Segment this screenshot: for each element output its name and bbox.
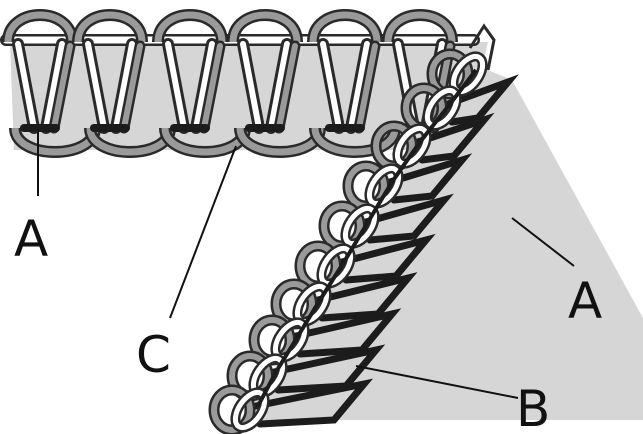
diagonal-zigzag-stitch (252, 378, 374, 428)
top-v-loop (240, 41, 290, 131)
leader-line-b (355, 365, 519, 399)
diagonal-zigzag-stitch (338, 233, 436, 284)
top-side-strand (51, 43, 73, 131)
right-fabric-triangle (240, 62, 643, 420)
bottom-arch (311, 127, 399, 156)
top-arch (4, 11, 76, 43)
leader-line-a-right (511, 217, 575, 267)
corner-thread (468, 23, 496, 71)
leader-line-c (169, 145, 237, 319)
diagonal-zigzag-stitch (444, 74, 520, 126)
top-arch (384, 11, 456, 43)
label-a-left: A (14, 210, 48, 268)
diagonal-stitch-chain (208, 48, 520, 434)
top-arch (229, 11, 301, 43)
chain-link (232, 389, 268, 431)
chain-link (424, 87, 460, 129)
top-arch (154, 11, 226, 43)
diagonal-outer-loop (211, 387, 253, 433)
top-side-strand (201, 43, 223, 131)
label-b: B (516, 380, 550, 434)
diagonal-needle-thread (256, 68, 478, 407)
diagonal-zigzag-stitch (414, 112, 495, 164)
chain-link (342, 205, 378, 247)
top-v-loop (165, 41, 215, 131)
diagonal-zigzag-stitch (292, 308, 402, 358)
label-c: C (136, 326, 171, 384)
top-arch (74, 11, 146, 43)
top-stitch-row (0, 9, 480, 158)
label-a-right: A (568, 272, 602, 330)
chain-link (366, 165, 402, 207)
diagonal-zigzag-stitch (362, 193, 454, 244)
top-side-strand (276, 43, 298, 131)
top-v-loop (15, 41, 65, 131)
top-v-loop (320, 41, 370, 131)
top-v-loop (85, 41, 135, 131)
top-arch (309, 11, 381, 43)
chain-link (318, 245, 354, 287)
top-side-strand (121, 43, 143, 131)
diagonal-zigzag-stitch (314, 272, 418, 322)
right-fabric-panel (240, 62, 643, 420)
chain-link (394, 125, 430, 167)
diagonal-zigzag-stitch (386, 153, 473, 204)
top-side-strand (356, 43, 378, 131)
